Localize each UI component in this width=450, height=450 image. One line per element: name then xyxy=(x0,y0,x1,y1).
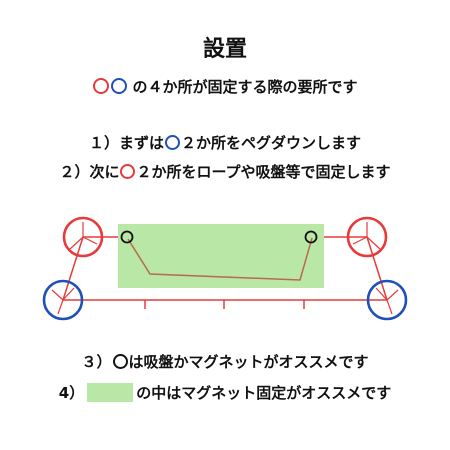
page-title: 設置 xyxy=(0,34,450,62)
step-1-prefix: １）まずは xyxy=(88,133,164,152)
red-circle-icon xyxy=(120,163,136,179)
red-circle-icon xyxy=(93,78,110,94)
legend-line: の４か所が固定する際の要所です xyxy=(0,76,450,96)
step-4-prefix: 4） xyxy=(58,383,85,402)
black-circle-icon xyxy=(112,353,128,369)
strap-line xyxy=(127,237,313,281)
legend-text: の４か所が固定する際の要所です xyxy=(132,77,358,96)
step-3-prefix: ３） xyxy=(81,352,112,371)
step-2-prefix: ２）次に xyxy=(59,162,120,181)
red-anchor-left xyxy=(62,216,104,258)
frame-lines xyxy=(62,236,388,309)
step-4: 4） の中はマグネット固定がオススメです xyxy=(0,381,450,403)
green-swatch-icon xyxy=(87,382,134,402)
frame-right-line xyxy=(366,236,388,301)
blue-anchor-right xyxy=(366,279,408,321)
step-2: ２）次に ２か所をロープや吸盤等で固定します xyxy=(0,161,450,181)
step-4-suffix: の中はマグネット固定がオススメです xyxy=(136,383,392,402)
blue-anchor-left xyxy=(42,279,84,321)
step-1-suffix: ２か所をペグダウンします xyxy=(181,133,362,152)
blue-circle-icon xyxy=(165,134,180,150)
step-2-suffix: ２か所をロープや吸盤等で固定します xyxy=(136,162,391,181)
step-1: １）まずは ２か所をペグダウンします xyxy=(0,132,450,152)
step-3-suffix: は吸盤かマグネットがオススメです xyxy=(128,352,369,371)
red-anchor-right xyxy=(346,216,388,258)
magnet-zone xyxy=(118,224,324,288)
blue-circle-icon xyxy=(111,78,128,94)
page-title-text: 設置 xyxy=(202,37,247,62)
black-circle-left xyxy=(120,230,134,244)
step-3: ３） は吸盤かマグネットがオススメです xyxy=(0,351,450,371)
frame-left-line xyxy=(62,236,84,301)
black-circle-right xyxy=(304,230,318,244)
